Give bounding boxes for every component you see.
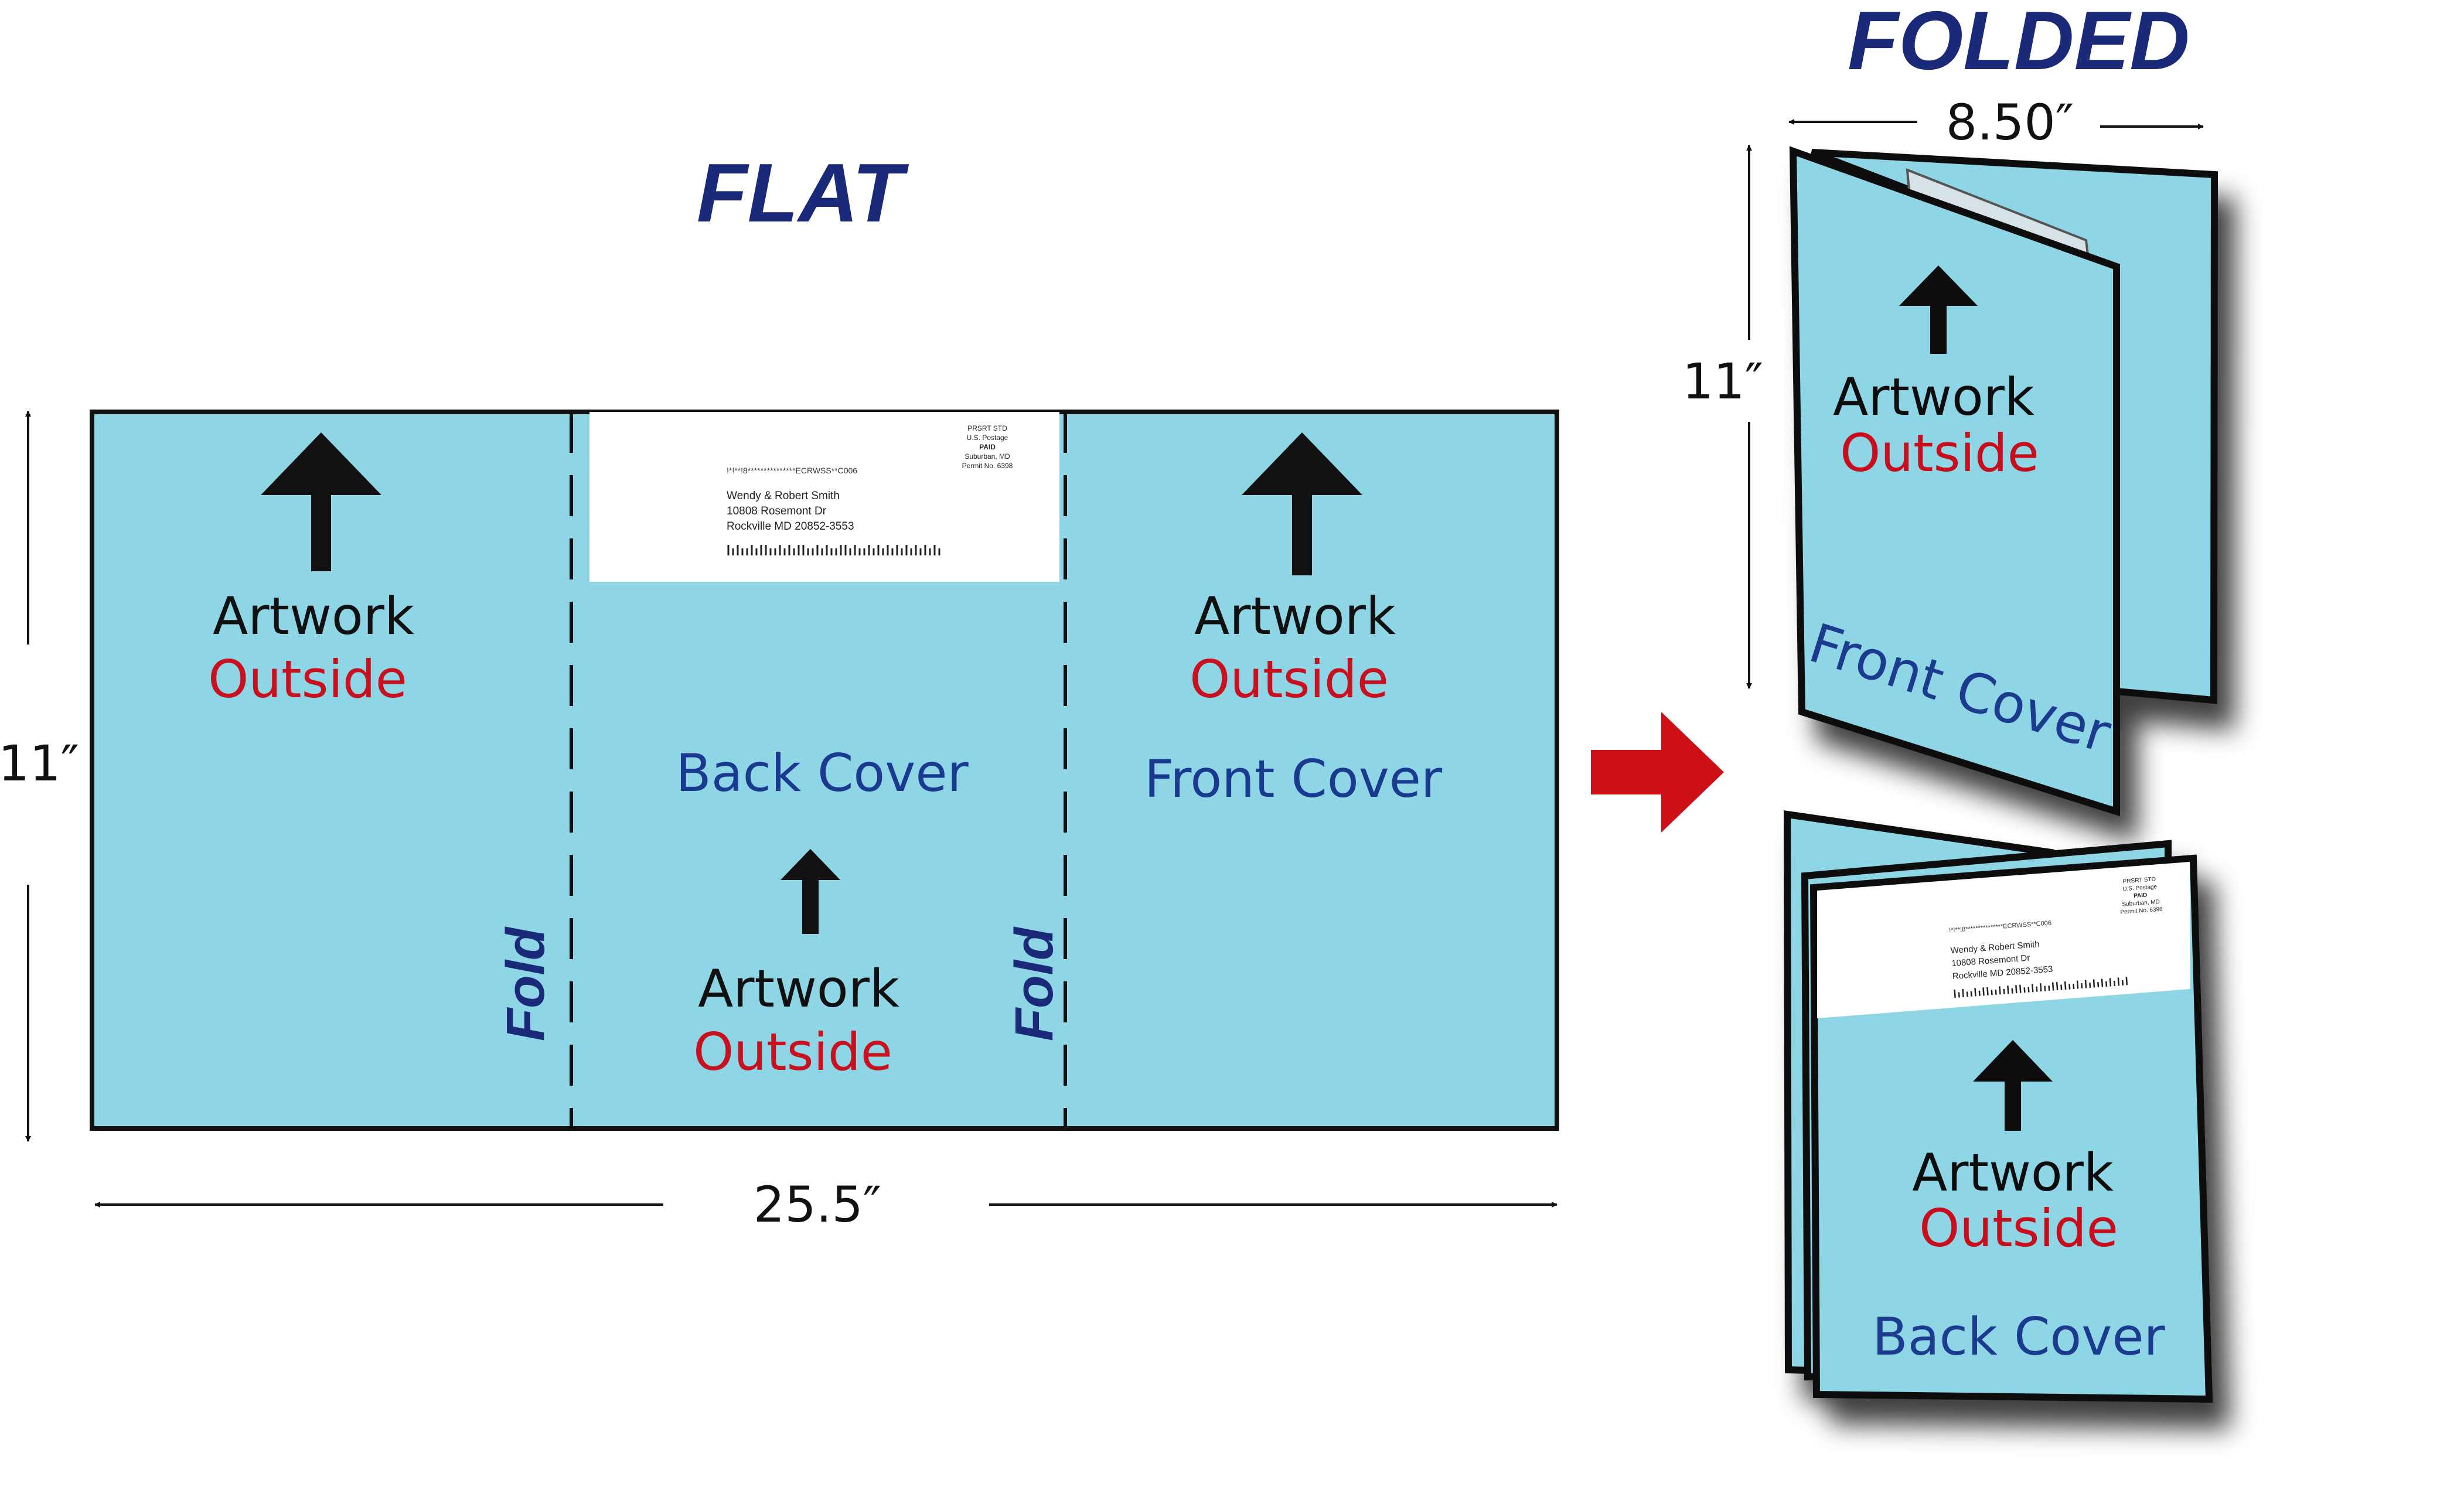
front-cover-panel (1789, 146, 2120, 817)
fold-label-right: Fold (1004, 926, 1064, 1041)
folded-back-artwork-label: Artwork (1912, 1143, 2114, 1203)
indicia-line: Permit No. 6398 (2120, 906, 2163, 916)
endorsement-line: !*!**!8***************ECRWSS**C006 (727, 466, 857, 475)
transition-arrow-icon (1591, 712, 1724, 833)
indicia-line: PAID (979, 443, 996, 451)
right-panel-outside-label: Outside (1190, 649, 1389, 710)
address-line: Wendy & Robert Smith (727, 490, 840, 502)
up-arrow-icon (1242, 432, 1362, 575)
folded-width-label: 8.50″ (1946, 94, 2074, 151)
postal-barcode (727, 545, 940, 555)
center-panel-outside-label: Outside (693, 1022, 892, 1082)
up-arrow-icon (1973, 1040, 2053, 1131)
postal-barcode (1954, 977, 2128, 998)
indicia-line: U.S. Postage (2122, 884, 2158, 892)
up-arrow-icon (1899, 265, 1978, 354)
folded-back-view: PRSRT STD U.S. Postage PAID Suburban, MD… (1783, 810, 2213, 1403)
flat-height-label: 11″ (0, 735, 79, 792)
indicia-line: PRSRT STD (967, 424, 1007, 432)
indicia-line: PAID (2134, 892, 2148, 900)
folded-height-label: 11″ (1682, 353, 1763, 410)
fold-label-left: Fold (496, 926, 555, 1041)
up-arrow-icon (781, 849, 840, 934)
address-line: Rockville MD 20852-3553 (727, 520, 854, 533)
folded-back-outside-label: Outside (1919, 1198, 2118, 1259)
left-panel-artwork-label: Artwork (213, 586, 414, 646)
mailing-label-folded (1817, 862, 2190, 1018)
indicia-line: Permit No. 6398 (962, 462, 1013, 470)
folded-front-view: Artwork Outside Front Cover (1789, 146, 2218, 817)
flat-width-label: 25.5″ (754, 1176, 881, 1233)
folded-front-artwork-label: Artwork (1833, 367, 2034, 427)
center-panel-back-cover-label: Back Cover (676, 743, 969, 803)
center-panel-artwork-label: Artwork (698, 959, 899, 1019)
indicia-line: PRSRT STD (2122, 876, 2156, 885)
indicia-line: U.S. Postage (967, 434, 1008, 442)
folded-back-cover-label: Back Cover (1872, 1307, 2165, 1367)
right-panel-front-cover-label: Front Cover (1144, 749, 1443, 809)
indicia-line: Suburban, MD (965, 452, 1010, 461)
folded-title: FOLDED (1848, 0, 2190, 87)
up-arrow-icon (261, 432, 381, 571)
right-panel-artwork-label: Artwork (1194, 586, 1396, 646)
mailing-label-flat: PRSRT STD U.S. Postage PAID Suburban, MD… (589, 412, 1059, 582)
address-line: 10808 Rosemont Dr (727, 505, 827, 517)
left-panel-outside-label: Outside (208, 649, 407, 710)
indicia-line: Suburban, MD (2122, 899, 2160, 908)
flat-title: FLAT (697, 146, 909, 240)
folded-front-outside-label: Outside (1840, 423, 2039, 483)
